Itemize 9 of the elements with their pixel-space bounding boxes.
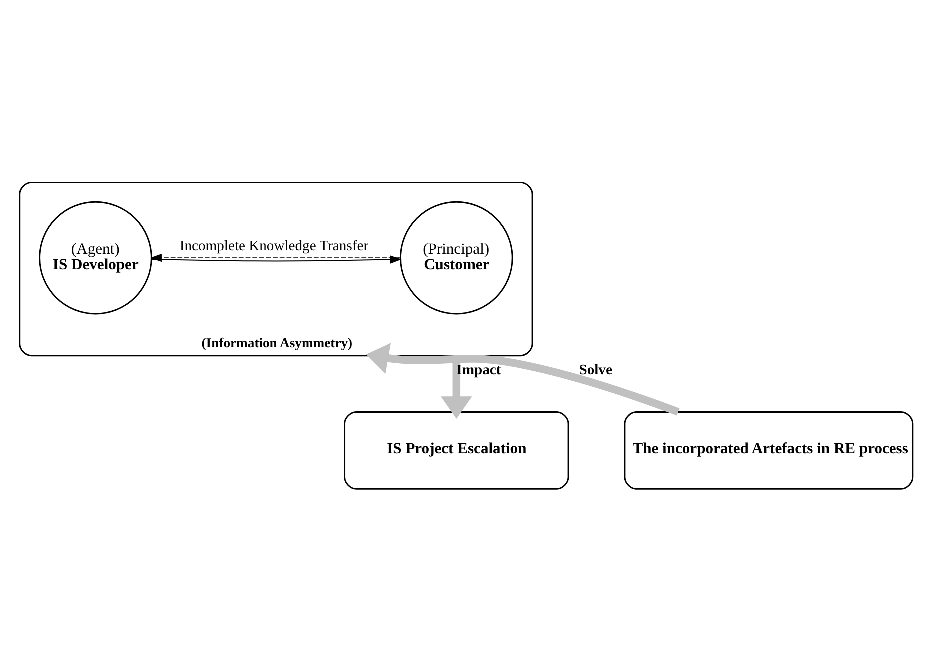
node-circle: (Principal) Customer xyxy=(400,201,514,315)
arrow xyxy=(366,343,680,416)
node-box: The incorporated Artefacts in RE process xyxy=(624,412,914,490)
edge-label: Incomplete Knowledge Transfer xyxy=(180,238,369,254)
arrow xyxy=(151,256,402,264)
edge-label: Impact xyxy=(456,362,502,378)
node-box: IS Project Escalation xyxy=(344,412,570,490)
edge-label: Solve xyxy=(579,362,612,378)
node-circle: (Agent) IS Developer xyxy=(39,201,152,315)
